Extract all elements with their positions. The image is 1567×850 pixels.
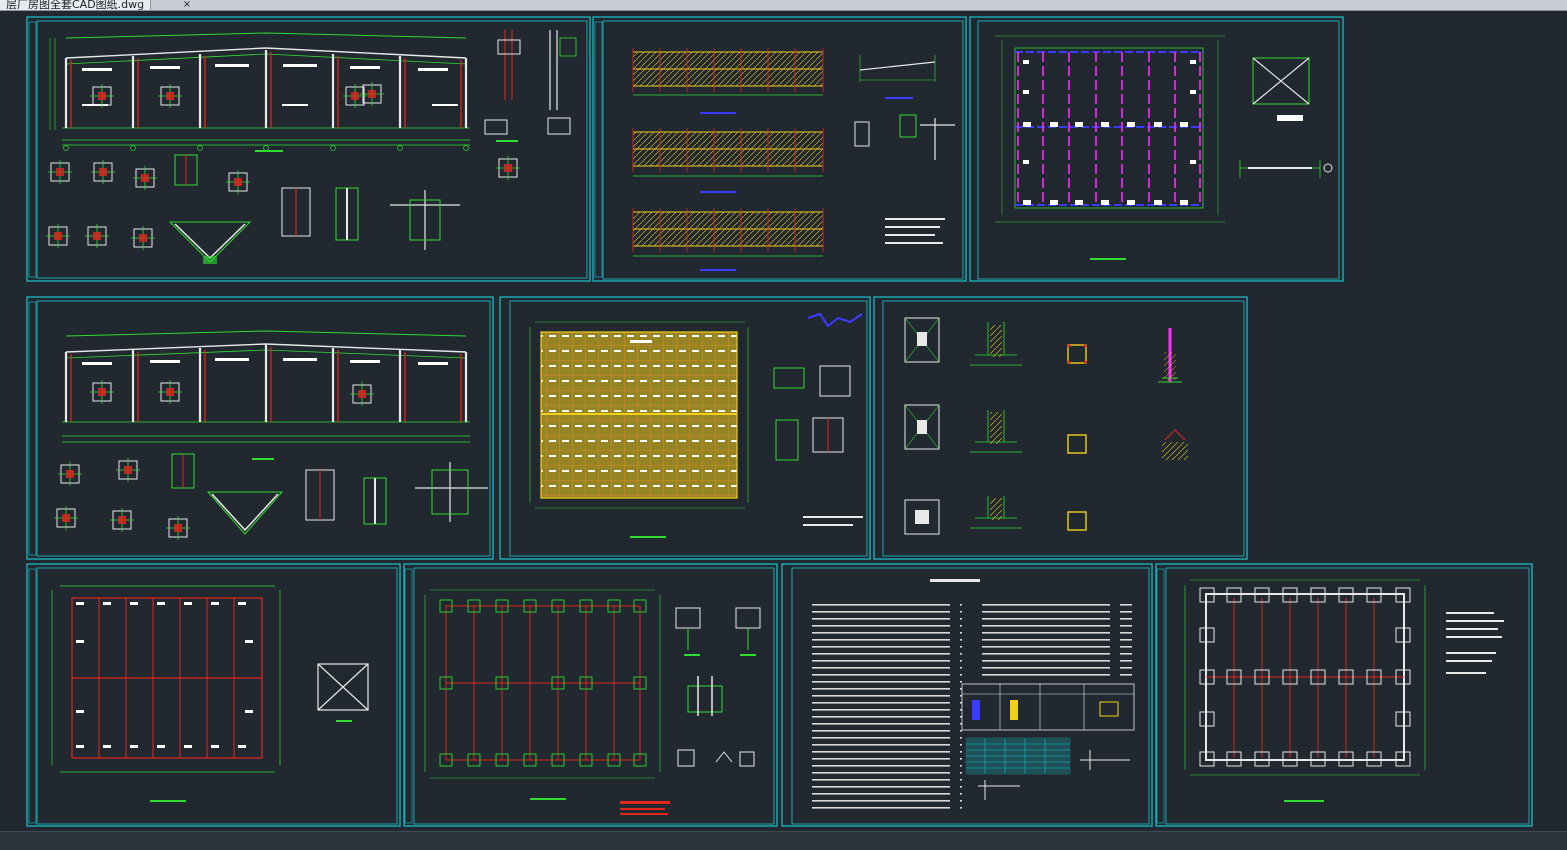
- document-tab-bar: 层厂房图全套CAD图纸.dwg ×: [0, 0, 1567, 11]
- sheet-column-plan: [26, 563, 401, 827]
- drawing-canvas[interactable]: [0, 11, 1567, 831]
- sheet-design-notes: [781, 563, 1153, 827]
- sheet-frame-elevation-1: [26, 16, 591, 282]
- sheet-foundation-plan: [1155, 563, 1533, 827]
- sheet-roof-panel-plan: [499, 296, 871, 560]
- document-tab[interactable]: 层厂房图全套CAD图纸.dwg: [0, 0, 152, 10]
- sheet-purlin-layout: [592, 16, 967, 282]
- sheet-bracing-plan: [969, 16, 1344, 282]
- sheet-foundation-details: [873, 296, 1248, 560]
- close-tab-icon[interactable]: ×: [182, 0, 192, 10]
- sheet-frame-elevation-2: [26, 296, 494, 560]
- model-space: [26, 16, 1533, 827]
- sheet-anchor-bolt-plan: [403, 563, 778, 827]
- status-bar: [0, 831, 1567, 850]
